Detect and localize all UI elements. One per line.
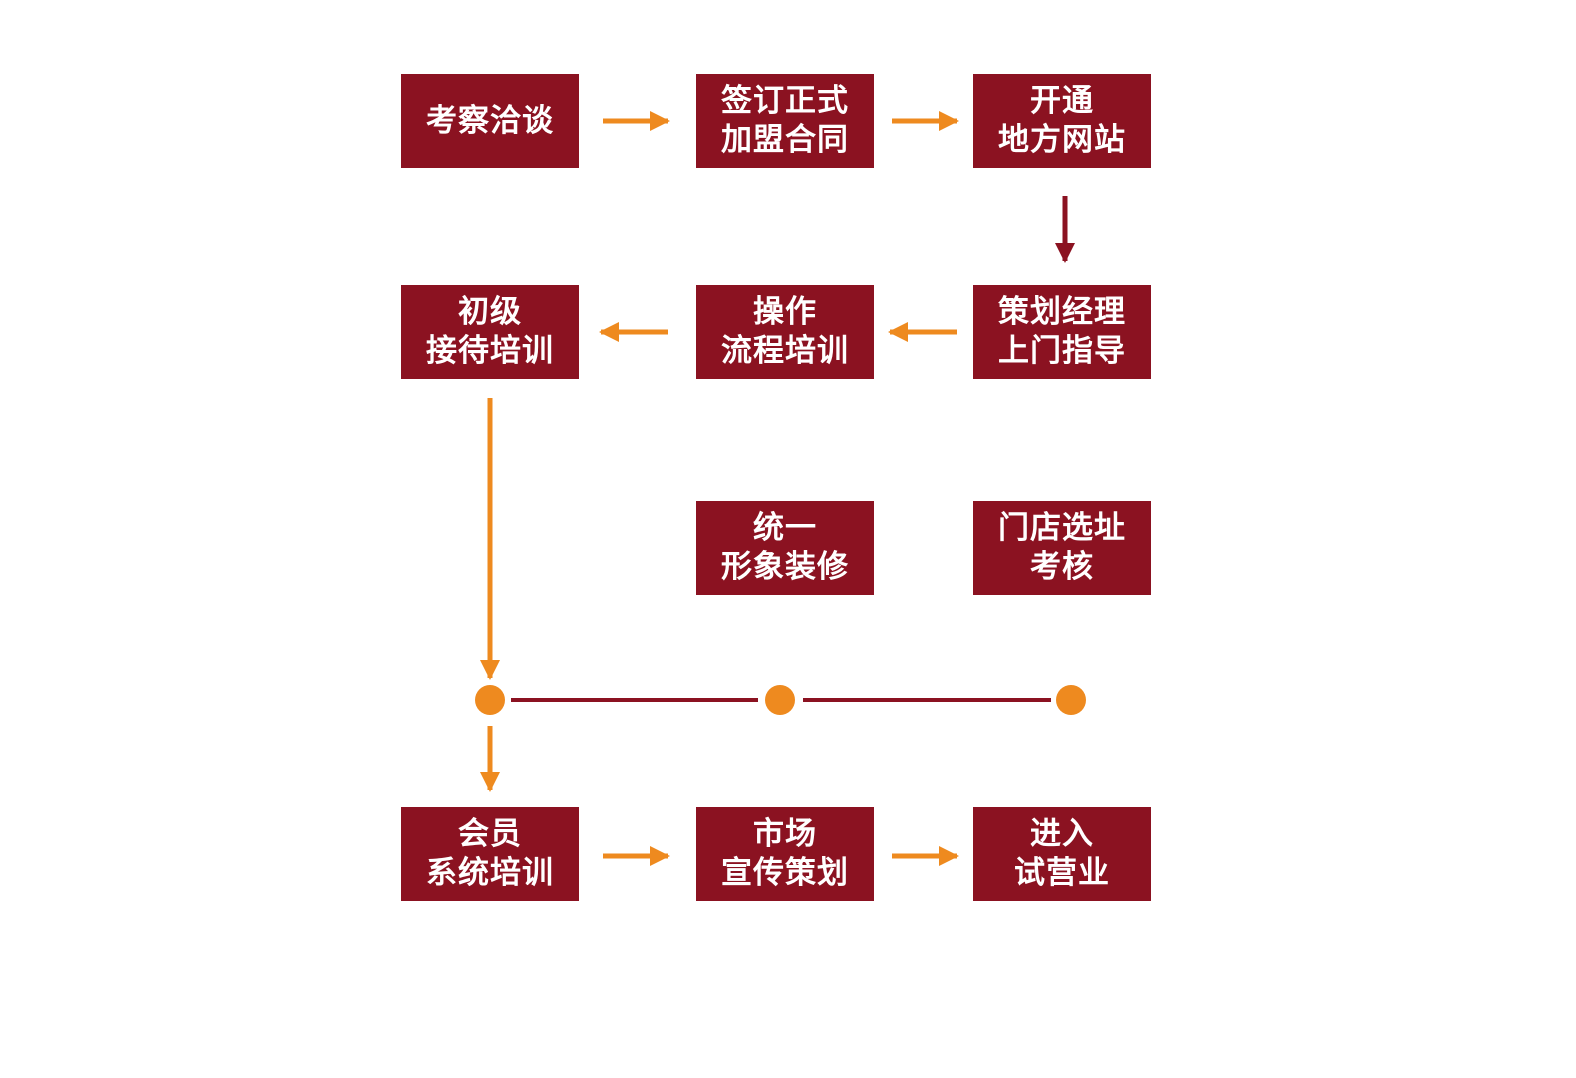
step-enter-trial-operation: 进入 试营业 — [973, 807, 1151, 901]
step-label-line: 系统培训 — [426, 855, 554, 891]
step-label-line: 形象装修 — [721, 549, 849, 585]
step-label-line: 加盟合同 — [721, 122, 849, 158]
step-label-line: 统一 — [753, 510, 817, 546]
step-planning-manager-onsite: 策划经理 上门指导 — [973, 285, 1151, 379]
step-store-site-assessment: 门店选址 考核 — [973, 501, 1151, 595]
step-unified-image-decoration: 统一 形象装修 — [696, 501, 874, 595]
step-inspection-negotiation: 考察洽谈 — [401, 74, 579, 168]
step-label-line: 市场 — [753, 816, 817, 852]
timeline-dot-3 — [1056, 685, 1086, 715]
step-label-line: 接待培训 — [426, 333, 554, 369]
step-label-line: 操作 — [753, 294, 817, 330]
step-label-line: 考察洽谈 — [426, 102, 554, 139]
step-label-line: 门店选址 — [998, 510, 1126, 546]
step-label-line: 试营业 — [1014, 855, 1110, 891]
timeline-dot-2 — [765, 685, 795, 715]
step-sign-franchise-contract: 签订正式 加盟合同 — [696, 74, 874, 168]
step-label-line: 流程培训 — [721, 333, 849, 369]
step-label-line: 初级 — [458, 294, 522, 330]
step-member-system-training: 会员 系统培训 — [401, 807, 579, 901]
step-label-line: 签订正式 — [721, 83, 849, 119]
step-open-local-website: 开通 地方网站 — [973, 74, 1151, 168]
step-label-line: 会员 — [458, 816, 522, 852]
step-label-line: 地方网站 — [998, 122, 1126, 158]
step-operation-process-training: 操作 流程培训 — [696, 285, 874, 379]
step-basic-reception-training: 初级 接待培训 — [401, 285, 579, 379]
step-label-line: 考核 — [1030, 549, 1094, 585]
step-label-line: 开通 — [1030, 83, 1094, 119]
timeline-dot-1 — [475, 685, 505, 715]
step-label-line: 策划经理 — [998, 294, 1126, 330]
step-label-line: 进入 — [1030, 816, 1094, 852]
step-market-promotion-planning: 市场 宣传策划 — [696, 807, 874, 901]
step-label-line: 上门指导 — [998, 333, 1126, 369]
step-label-line: 宣传策划 — [721, 855, 849, 891]
